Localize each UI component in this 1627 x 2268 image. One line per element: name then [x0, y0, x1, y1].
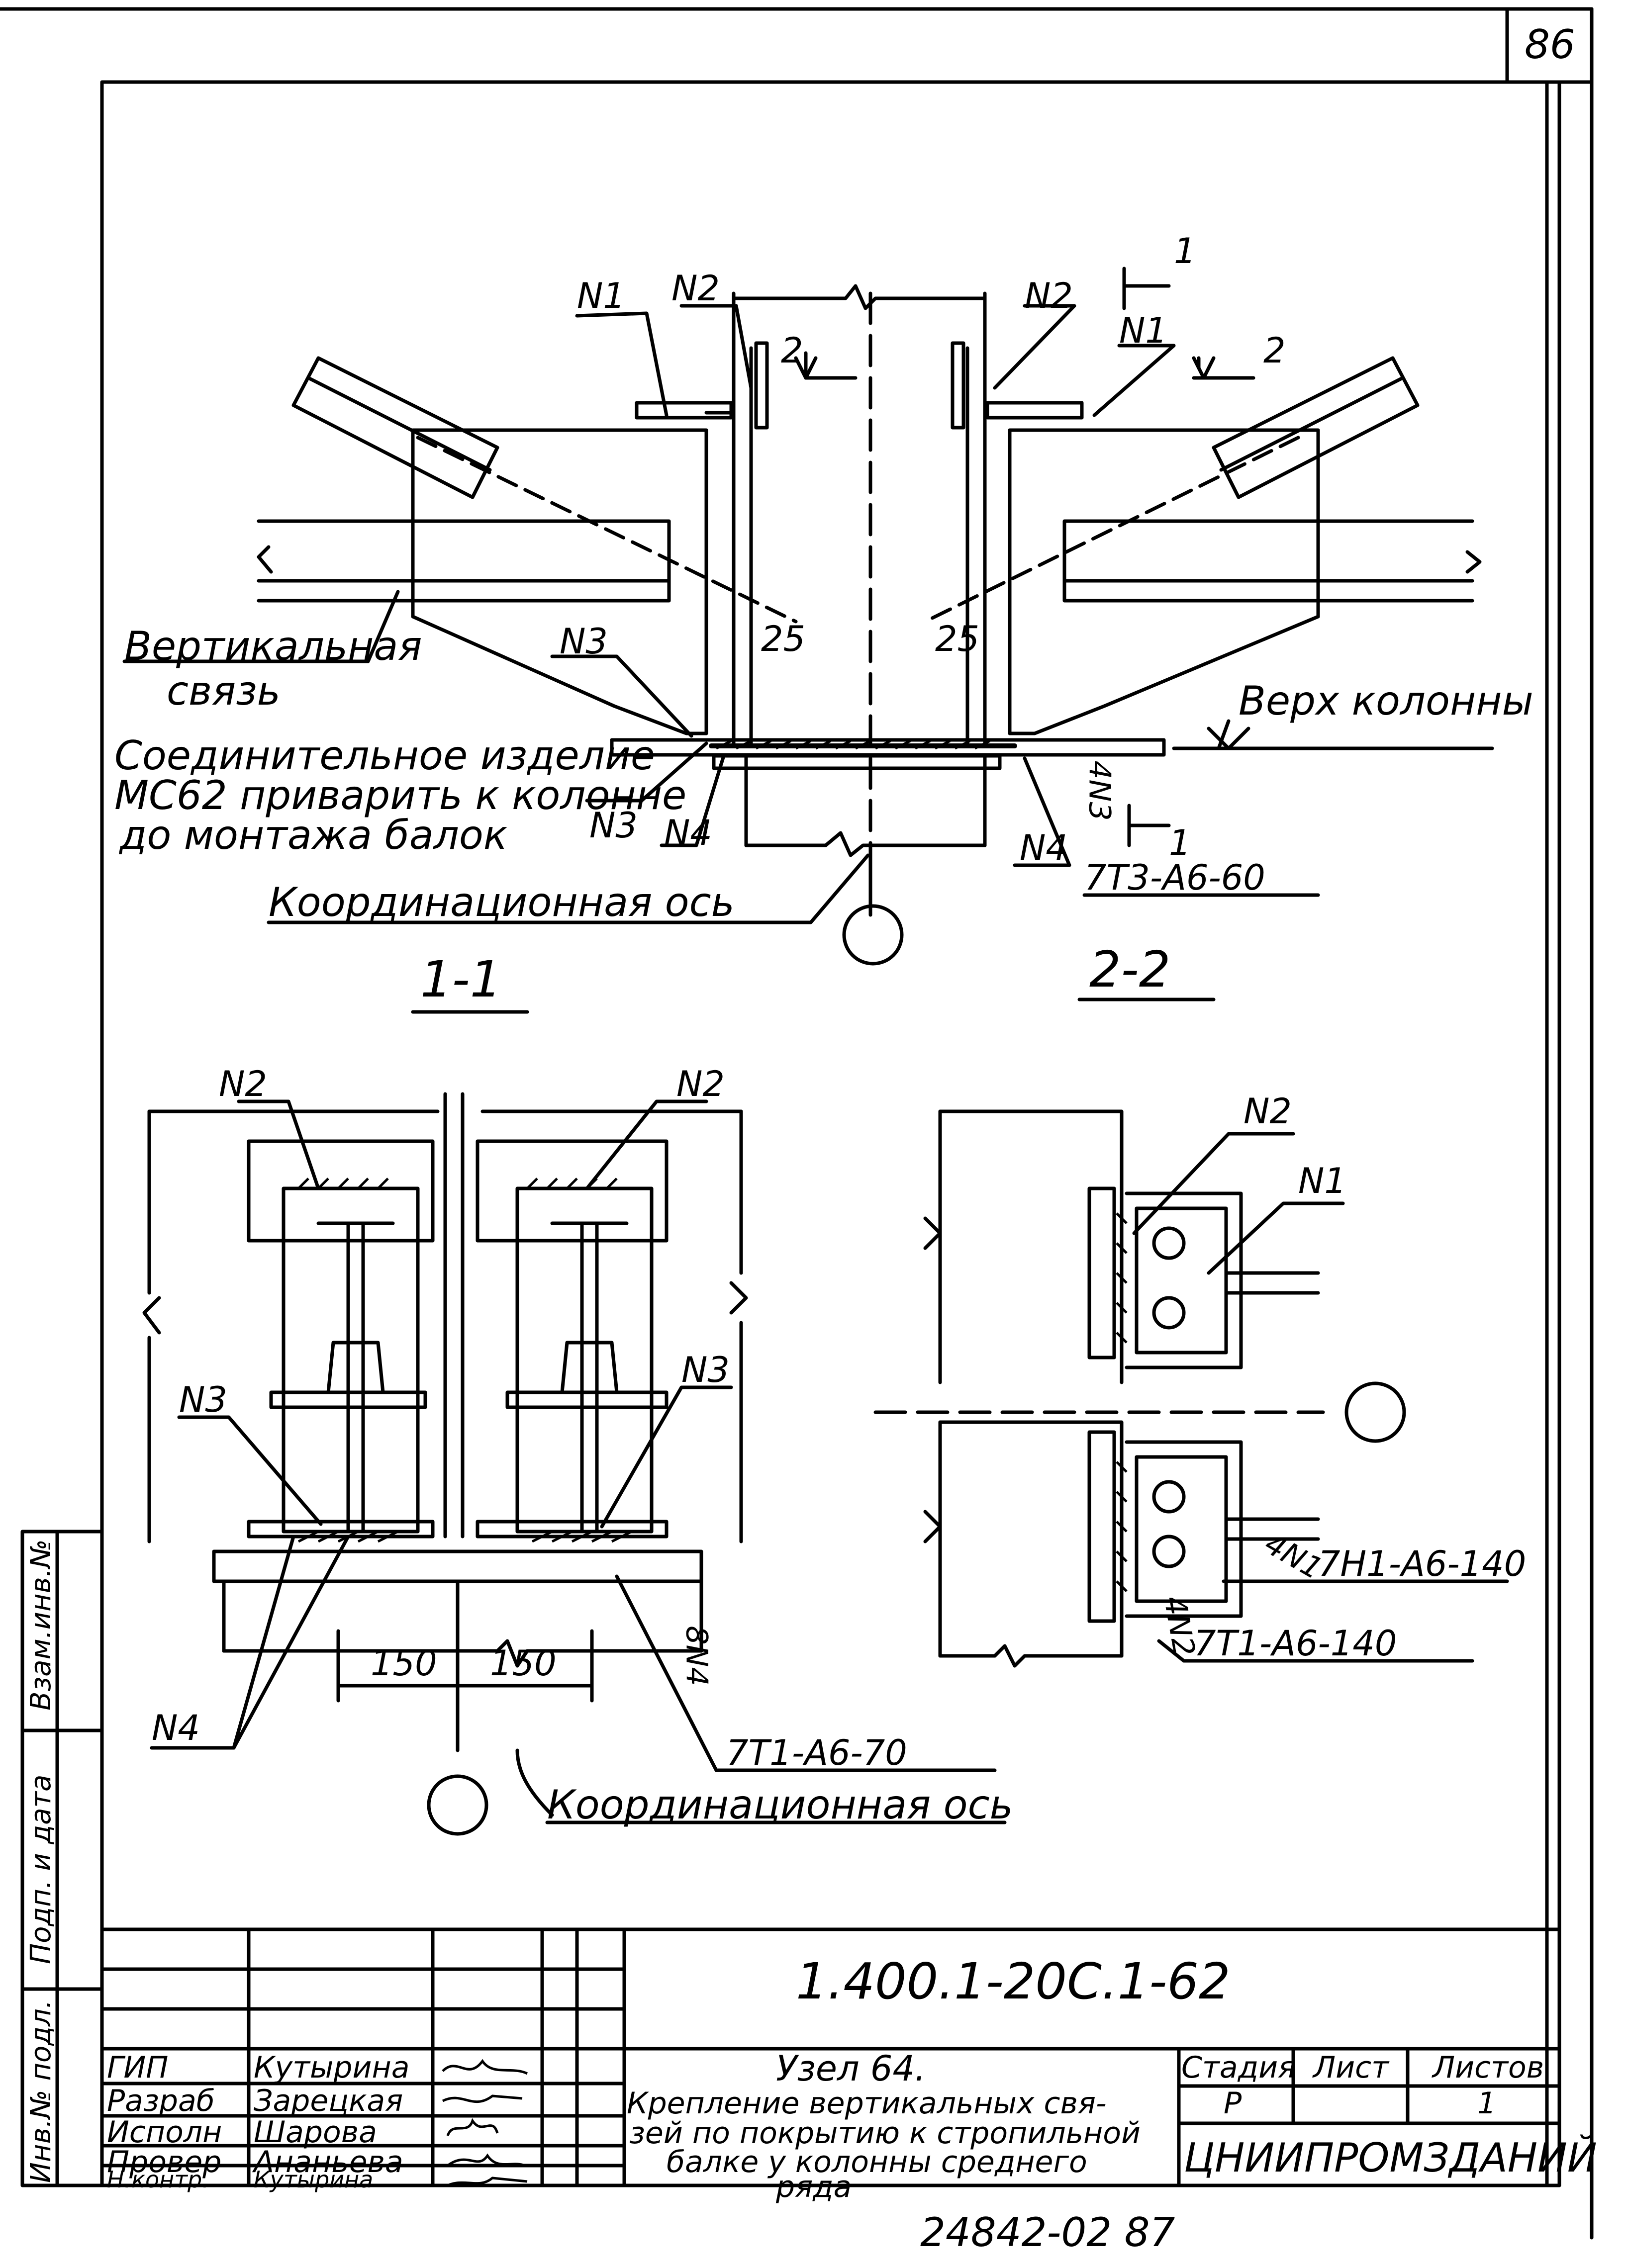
weld-note-60: 7Т3-А6-60	[1084, 857, 1265, 898]
role-norm-control: Н.контр.	[107, 2166, 209, 2193]
note-connector-line2: МС62 приварить к колонне	[114, 772, 687, 818]
s11-callout-n2-right: N2	[676, 1064, 725, 1104]
value-stage: Р	[1224, 2086, 1242, 2121]
dimension-25-left: 25	[761, 619, 806, 659]
side-stamp-replace-inv: Взам.инв.№	[25, 1539, 57, 1711]
weld-note-140a: 7Н1-А6-140	[1318, 1543, 1527, 1584]
signatures	[442, 2059, 528, 2185]
title-line1: Узел 64.	[776, 2048, 926, 2089]
note-vertical-brace-line2: связь	[167, 668, 281, 714]
side-stamp-frame	[20, 1530, 104, 2187]
title-line5: ряда	[776, 2170, 852, 2204]
weld-note-140b: 7Т1-А6-140	[1194, 1623, 1397, 1664]
title-block-grid	[100, 1927, 1561, 2187]
name-developer: Зарецкая	[254, 2084, 403, 2118]
side-stamp-inv-orig: Инв.№ подл.	[25, 1999, 57, 2183]
note-top-of-column: Верх колонны	[1239, 678, 1533, 724]
s11-callout-n3-left: N3	[179, 1379, 227, 1420]
role-executor: Исполн	[107, 2115, 222, 2150]
header-sheets: Листов	[1433, 2050, 1544, 2085]
section-ref-1-top: 1	[1174, 231, 1196, 272]
weld-note-70: 7Т1-А6-70	[726, 1732, 907, 1773]
note-connector-line1: Соединительное изделие	[114, 732, 656, 779]
callout-n2-left: N2	[671, 268, 720, 309]
role-checker: Провер	[107, 2145, 222, 2179]
s11-callout-n2-left: N2	[219, 1064, 267, 1104]
dimension-25-right: 25	[935, 619, 980, 659]
name-norm-control: Кутырина	[254, 2166, 374, 2193]
s11-callout-n4: N4	[152, 1708, 200, 1748]
axis-bubble-left	[427, 1774, 488, 1836]
title-line4: балке у колонны среднего	[667, 2145, 1087, 2179]
name-checker: Ананьева	[254, 2145, 403, 2179]
header-stage: Стадия	[1181, 2050, 1296, 2085]
note-coord-axis-bottom: Координационная ось	[547, 1782, 1013, 1828]
axis-bubble-right	[1344, 1381, 1406, 1443]
title-line3: зей по покрытию к стропильной	[629, 2116, 1141, 2151]
drawing-frame	[100, 80, 1561, 2187]
callout-n4-right: N4	[1020, 827, 1068, 868]
callout-n1-left: N1	[577, 275, 625, 316]
section-title-1-1: 1-1	[420, 950, 502, 1008]
note-connector-line3: до монтажа балок	[119, 812, 508, 858]
header-sheet: Лист	[1313, 2050, 1389, 2085]
side-stamp-sign-date: Подп. и дата	[25, 1774, 57, 1964]
s22-callout-n1: N1	[1298, 1161, 1346, 1201]
organization: ЦНИИПРОМЗДАНИЙ	[1184, 2135, 1597, 2181]
callout-n3-upper: N3	[560, 621, 608, 662]
section-ref-2-right: 2	[1263, 330, 1286, 371]
name-gip: Кутырина	[254, 2050, 410, 2085]
value-sheets: 1	[1477, 2086, 1497, 2121]
doc-code: 1.400.1-20С.1-62	[796, 1952, 1231, 2010]
axis-bubble-top	[842, 904, 904, 966]
section-ref-2-left: 2	[781, 330, 803, 371]
callout-n4-left: N4	[664, 813, 712, 853]
role-developer: Разраб	[107, 2084, 215, 2118]
name-executor: Шарова	[254, 2115, 377, 2150]
s11-callout-n3-right: N3	[681, 1350, 730, 1390]
callout-n2-right: N2	[1025, 275, 1073, 316]
callout-4n3: 4N3	[1082, 760, 1117, 821]
footer-code: 24842-02 87	[920, 2209, 1175, 2256]
s11-callout-8n4: 8N4	[679, 1626, 714, 1686]
callout-n1-right: N1	[1119, 310, 1167, 351]
callout-n3-lower: N3	[589, 805, 638, 846]
section-ref-1-bottom: 1	[1169, 822, 1191, 863]
title-line2: Крепление вертикальных свя-	[627, 2086, 1107, 2121]
note-vertical-brace-line1: Вертикальная	[124, 623, 422, 669]
s11-dimension-150-left: 150	[371, 1643, 437, 1684]
page-number: 86	[1525, 21, 1575, 68]
note-coord-axis-top: Координационная ось	[269, 879, 735, 925]
s11-dimension-150-right: 150	[490, 1643, 557, 1684]
s22-callout-n2: N2	[1244, 1091, 1292, 1132]
section-title-2-2: 2-2	[1089, 940, 1171, 998]
role-gip: ГИП	[107, 2050, 169, 2085]
page-number-box	[1505, 7, 1594, 84]
